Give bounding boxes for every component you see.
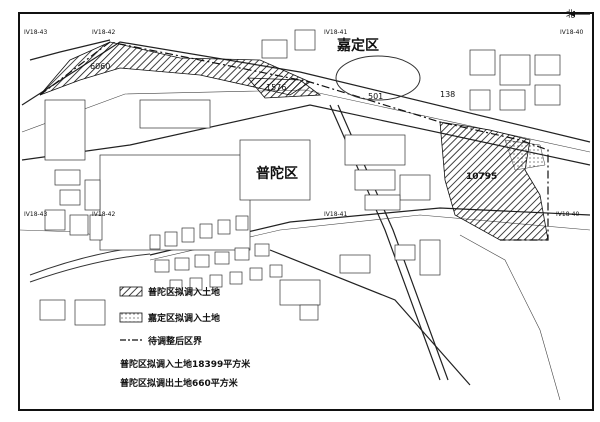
area-label: 1576 (266, 83, 286, 92)
grid-label: IV18-40 (560, 29, 583, 36)
block-north (139, 99, 211, 129)
legend-stat-incoming: 普陀区拟调入土地18399平方米 (120, 358, 251, 370)
buildings-right (261, 29, 561, 276)
legend-hatch-label: 普陀区拟调入土地 (148, 286, 220, 298)
buildings-left (39, 99, 106, 326)
buildings-center (149, 215, 321, 321)
grid-label: IV18-42 (92, 211, 115, 218)
north-arrow-icon: 北 (566, 9, 590, 20)
legend: 普陀区拟调入土地 嘉定区拟调入土地 待调整后区界 普陀区拟调入土地18399平方… (119, 286, 251, 389)
grid-label: IV18-41 (324, 211, 347, 218)
grid-label: IV18-40 (556, 211, 579, 218)
grid-label: IV18-42 (92, 29, 115, 36)
adjusted-boundary (39, 41, 549, 241)
legend-line-label: 待调整后区界 (148, 335, 202, 347)
grid-label: IV18-43 (24, 211, 47, 218)
grid-label: IV18-41 (324, 29, 347, 36)
legend-stat-outgoing: 普陀区拟调出土地660平方米 (120, 377, 239, 389)
area-label: 6060 (90, 62, 110, 71)
area-label: 501 (368, 92, 383, 101)
district-label-putuo: 普陀区 (256, 165, 298, 182)
block-putuo-core (239, 139, 311, 201)
stadium-oval (335, 55, 421, 101)
legend-dots-label: 嘉定区拟调入土地 (147, 312, 220, 324)
legend-hatch-swatch (119, 286, 143, 297)
area-label: 138 (440, 90, 455, 99)
grid-label: IV18-43 (24, 29, 47, 36)
legend-dots-swatch (119, 312, 143, 323)
hatched-parcel-2 (247, 77, 322, 99)
district-label-jiading: 嘉定区 (336, 37, 379, 54)
area-label: 10795 (466, 172, 497, 182)
